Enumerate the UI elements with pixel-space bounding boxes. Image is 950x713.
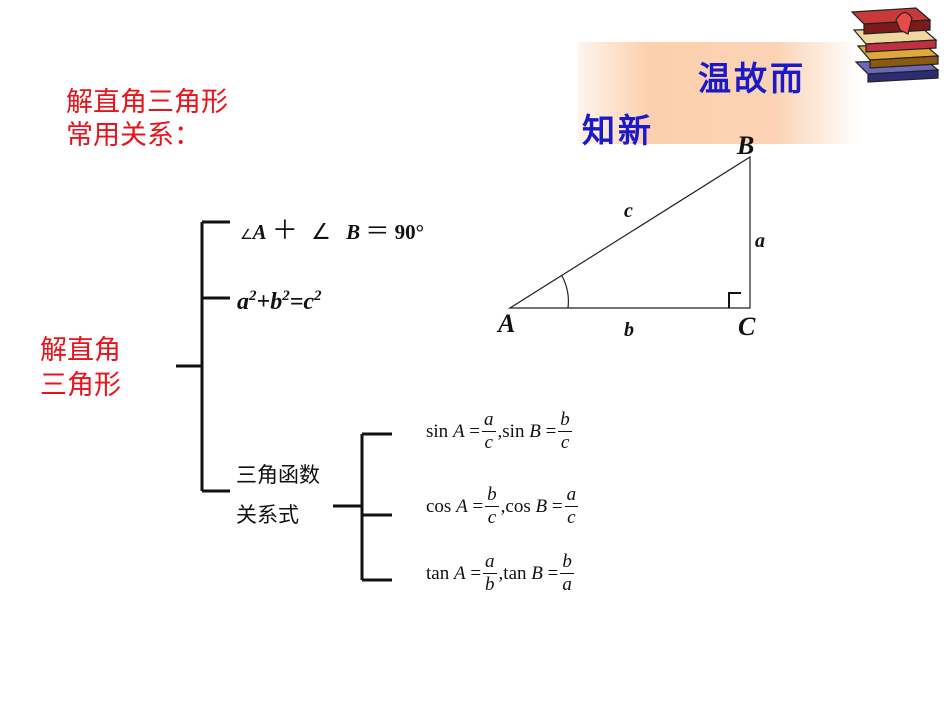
review-banner-bg <box>578 42 860 144</box>
func-var: B <box>531 562 543 584</box>
pyth-b: b <box>270 289 283 315</box>
vertex-c-label: C <box>738 312 756 341</box>
func-name: tan <box>426 562 450 584</box>
func-name: tan <box>503 562 527 584</box>
func-name: cos <box>426 495 452 517</box>
func-name: sin <box>502 420 525 442</box>
angle-b-var: B <box>346 220 361 244</box>
angle-icon: ∠ <box>311 219 331 244</box>
title-line2: 常用关系： <box>66 120 201 151</box>
books-stack-icon <box>850 7 940 83</box>
topic-label-line1: 解直角 <box>40 335 121 366</box>
angle-icon: ∠ <box>240 228 253 243</box>
trig-label-line1: 三角函数 <box>236 463 320 487</box>
func-var: B <box>535 495 548 517</box>
title-line1: 解直角三角形 <box>66 87 228 118</box>
pyth-c: c <box>303 289 315 315</box>
angle-a-arc <box>561 275 569 309</box>
trig-label-line2: 关系式 <box>236 503 299 527</box>
pyth-c-exp: 2 <box>314 288 322 304</box>
pyth-eq: = <box>289 289 304 315</box>
topic-label: 解直角 三角形 <box>40 333 121 403</box>
vertex-a-label: A <box>498 309 516 338</box>
right-angle-mark <box>728 292 741 308</box>
page-title: 解直角三角形 常用关系： <box>66 86 228 152</box>
pyth-b-exp: 2 <box>282 288 290 304</box>
banner-text-line2: 知新 <box>582 111 654 150</box>
func-name: sin <box>426 420 449 442</box>
func-name: cos <box>505 495 531 517</box>
side-a-label: a <box>755 230 765 252</box>
func-var: B <box>529 420 541 442</box>
pyth-a-exp: 2 <box>249 288 257 304</box>
vertex-b-label: B <box>737 131 755 160</box>
banner-text-line1: 温故而 <box>698 59 806 98</box>
plus-sign: ＋ <box>271 216 298 245</box>
side-c-label: c <box>624 200 633 222</box>
pythagoras-equation: a2+b2=c2 <box>237 288 322 316</box>
angle-a-var: A <box>252 220 267 244</box>
topic-label-line2: 三角形 <box>40 370 121 401</box>
pyth-plus: + <box>256 289 271 315</box>
trig-relations-label: 三角函数 关系式 <box>236 455 320 535</box>
angle-sum-equation: ∠A ＋ ∠ B ＝ 90° <box>240 210 424 247</box>
func-var: A <box>453 562 466 584</box>
equals-sign: ＝ <box>365 219 390 245</box>
func-var: A <box>456 495 468 517</box>
side-b-label: b <box>624 319 634 341</box>
angle-sum-value: 90° <box>394 220 424 244</box>
pyth-a: a <box>237 289 249 315</box>
triangle-shape <box>507 155 751 309</box>
func-var: A <box>452 420 465 442</box>
